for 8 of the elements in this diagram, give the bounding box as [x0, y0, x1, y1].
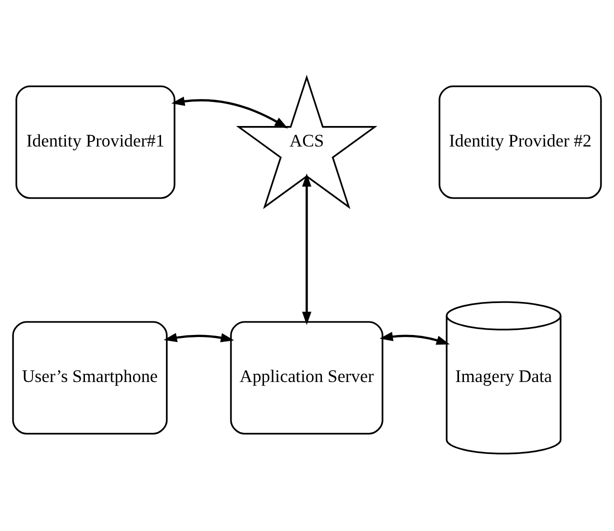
- arrow: [380, 332, 450, 345]
- arrow: [164, 332, 234, 342]
- arrow: [171, 96, 288, 128]
- node-box: Identity Provider#1: [16, 85, 176, 199]
- node-box: User’s Smartphone: [12, 321, 168, 434]
- arrow: [302, 173, 312, 326]
- node-box: Identity Provider #2: [438, 85, 602, 199]
- node-box: Application Server: [230, 321, 384, 434]
